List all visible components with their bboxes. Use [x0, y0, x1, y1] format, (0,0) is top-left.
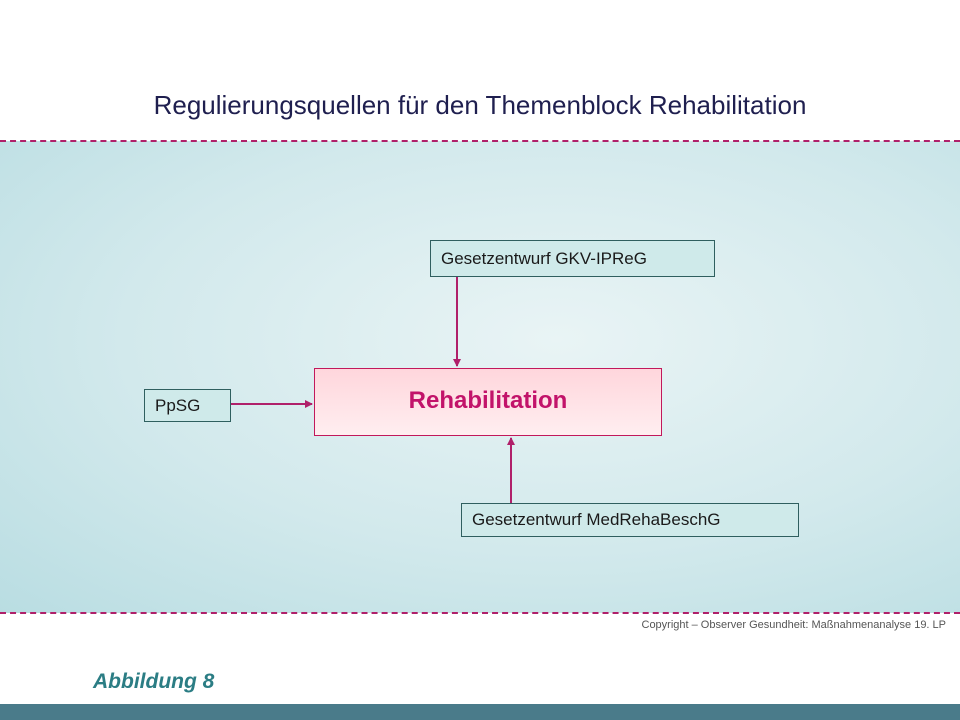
figure-caption: Abbildung 8: [93, 670, 215, 693]
footer-bar: [0, 704, 960, 720]
bottom-dashed-divider: [0, 612, 960, 614]
node-gkv-ipreg: Gesetzentwurf GKV-IPReG: [430, 240, 715, 277]
slide-title: Regulierungsquellen für den Themenblock …: [153, 90, 807, 120]
node-ppsg: PpSG: [144, 389, 231, 422]
copyright-notice: Copyright – Observer Gesundheit: Maßnahm…: [641, 619, 947, 631]
top-dashed-divider: [0, 140, 960, 142]
node-medrehabeschg: Gesetzentwurf MedRehaBeschG: [461, 503, 799, 537]
node-rehabilitation: Rehabilitation: [314, 368, 662, 436]
